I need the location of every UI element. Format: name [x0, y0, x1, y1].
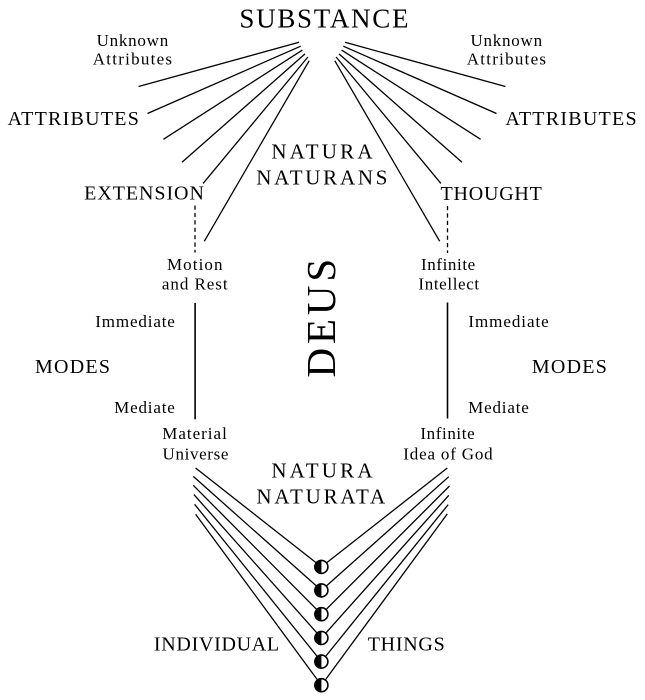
svg-text:Infinite: Infinite: [420, 424, 475, 443]
svg-text:DEUS: DEUS: [298, 255, 344, 378]
svg-text:Mediate: Mediate: [114, 398, 175, 417]
svg-text:EXTENSION: EXTENSION: [84, 183, 205, 205]
svg-text:Universe: Universe: [163, 445, 230, 464]
svg-text:Attributes: Attributes: [467, 50, 548, 69]
svg-text:MODES: MODES: [532, 356, 608, 378]
svg-text:Infinite: Infinite: [421, 255, 476, 274]
svg-text:Immediate: Immediate: [95, 312, 175, 331]
svg-text:Unknown: Unknown: [97, 31, 169, 50]
svg-text:Motion: Motion: [167, 255, 224, 274]
svg-text:THINGS: THINGS: [368, 633, 446, 655]
svg-text:Mediate: Mediate: [468, 398, 529, 417]
svg-text:ATTRIBUTES: ATTRIBUTES: [8, 108, 141, 130]
svg-text:THOUGHT: THOUGHT: [441, 183, 543, 205]
svg-text:Attributes: Attributes: [93, 50, 174, 69]
svg-text:SUBSTANCE: SUBSTANCE: [239, 4, 410, 34]
svg-text:MODES: MODES: [35, 356, 111, 378]
svg-text:ATTRIBUTES: ATTRIBUTES: [505, 108, 638, 130]
svg-text:NATURANS: NATURANS: [256, 166, 390, 190]
svg-text:Immediate: Immediate: [468, 312, 549, 331]
svg-text:Unknown: Unknown: [471, 31, 543, 50]
svg-text:Idea of God: Idea of God: [403, 445, 493, 464]
svg-text:NATURA: NATURA: [271, 459, 375, 483]
svg-text:NATURATA: NATURATA: [256, 484, 388, 508]
svg-text:Material: Material: [162, 424, 228, 443]
svg-text:NATURA: NATURA: [271, 140, 375, 164]
svg-text:and Rest: and Rest: [162, 275, 229, 294]
svg-text:INDIVIDUAL: INDIVIDUAL: [154, 633, 280, 655]
svg-text:Intellect: Intellect: [418, 275, 479, 294]
